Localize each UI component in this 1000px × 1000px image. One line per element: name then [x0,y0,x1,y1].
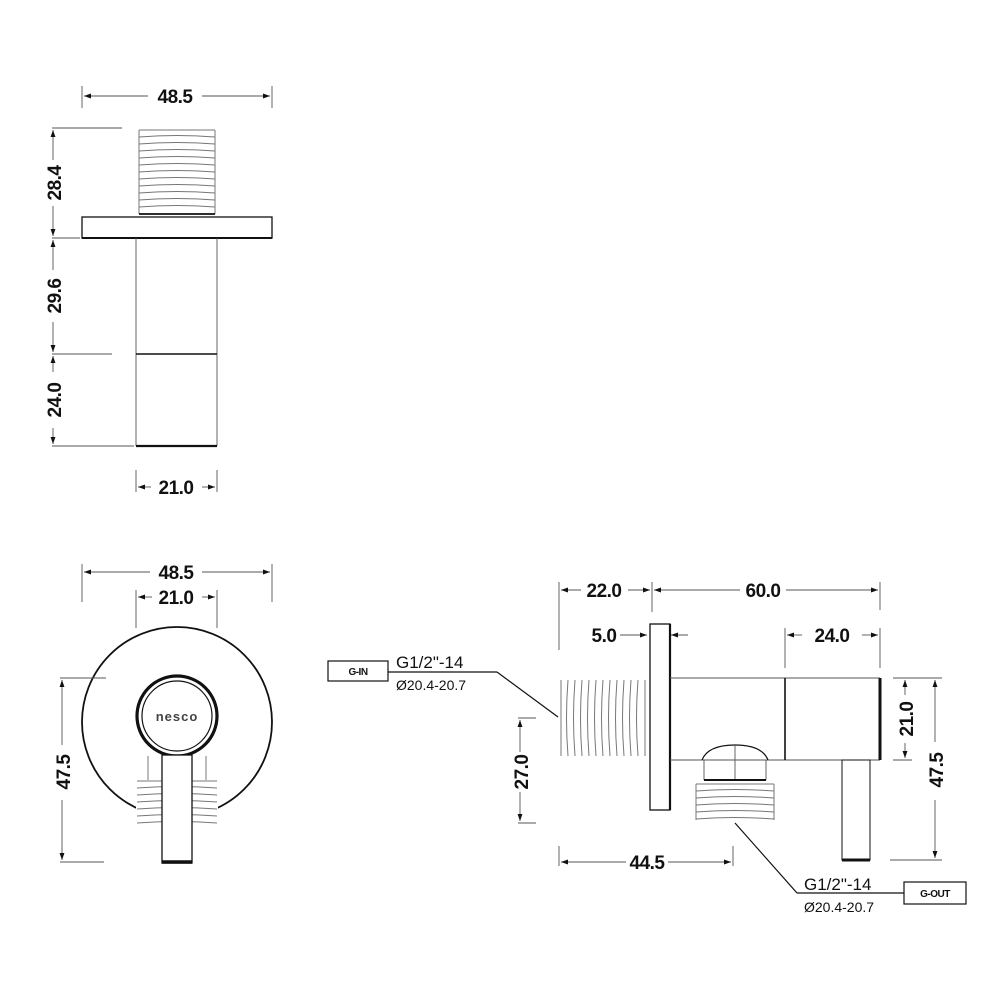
dimension-overall-height: 47.5 [890,677,948,861]
valve-body [135,238,218,448]
dim-label-overall-height: 47.5 [927,752,948,788]
thread-spec-inlet: G1/2"-14 [396,653,463,672]
dim-label-flange-thickness: 5.0 [592,626,617,647]
dim-label-body-diameter: 21.0 [159,478,194,499]
tag-box-inlet [327,660,389,682]
dim-label-height-to-outlet: 47.5 [54,754,75,790]
tag-outlet: G-OUT [920,889,950,900]
dimension-height-to-outlet: 47.5 [54,677,106,863]
dimension-cap-length: 24.0 [784,626,881,668]
diameter-spec-outlet: Ø20.4-20.7 [804,899,874,915]
dim-label-outlet-position: 44.5 [630,853,666,874]
callout-inlet: G-IN G1/2"-14 Ø20.4-20.7 [327,653,559,718]
callout-outlet: G-OUT G1/2"-14 Ø20.4-20.7 [734,822,967,915]
dimension-inlet-length: 22.0 [558,581,653,650]
dim-label-body-upper-height: 29.6 [45,279,66,314]
tag-box-outlet [903,881,967,905]
dim-label-inlet-length: 22.0 [587,581,622,602]
dim-label-knob-diameter: 21.0 [159,588,194,609]
outlet-connector [695,744,775,820]
dim-label-cap-length: 24.0 [815,626,850,647]
dim-label-body-length: 60.0 [746,581,781,602]
front-view: 48.5 21.0 nesco [54,563,273,864]
side-view-horizontal: 22.0 60.0 5.0 24.0 [327,581,967,915]
tag-inlet: G-IN [348,667,367,678]
brand-logo: nesco [156,709,199,724]
thread-spec-outlet: G1/2"-14 [804,875,871,894]
lever-side [841,759,871,862]
dimension-stack-left: 28.4 29.6 24.0 [45,127,134,447]
dim-label-overall-width: 48.5 [158,87,194,108]
threaded-stem [138,128,216,216]
dim-label-outlet-offset: 27.0 [512,755,533,790]
flange [81,216,273,239]
side-view-vertical: 48.5 28.4 [45,86,273,499]
dim-label-plate-diameter: 48.5 [159,563,195,584]
dimension-body-diameter-right: 21.0 [893,677,918,761]
dim-label-thread-height: 28.4 [45,165,66,201]
diameter-spec-inlet: Ø20.4-20.7 [396,677,466,693]
valve-body-horizontal [670,677,882,761]
dimension-body-diameter: 21.0 [135,470,218,499]
dimension-knob-diameter: 21.0 [135,588,218,628]
handle-knob-inner [141,680,213,752]
dim-label-body-lower-height: 24.0 [45,383,66,418]
dimension-body-length: 60.0 [654,581,881,610]
lever-handle [161,754,193,864]
dimension-plate-diameter: 48.5 [81,563,273,602]
wall-flange [649,623,671,811]
dim-label-body-diameter-right: 21.0 [897,702,918,737]
dimension-flange-thickness: 5.0 [592,626,688,647]
dimension-overall-width: 48.5 [81,86,273,108]
dimension-outlet-position: 44.5 [558,846,734,874]
dimension-outlet-offset: 27.0 [512,717,536,824]
inlet-thread [559,678,649,758]
